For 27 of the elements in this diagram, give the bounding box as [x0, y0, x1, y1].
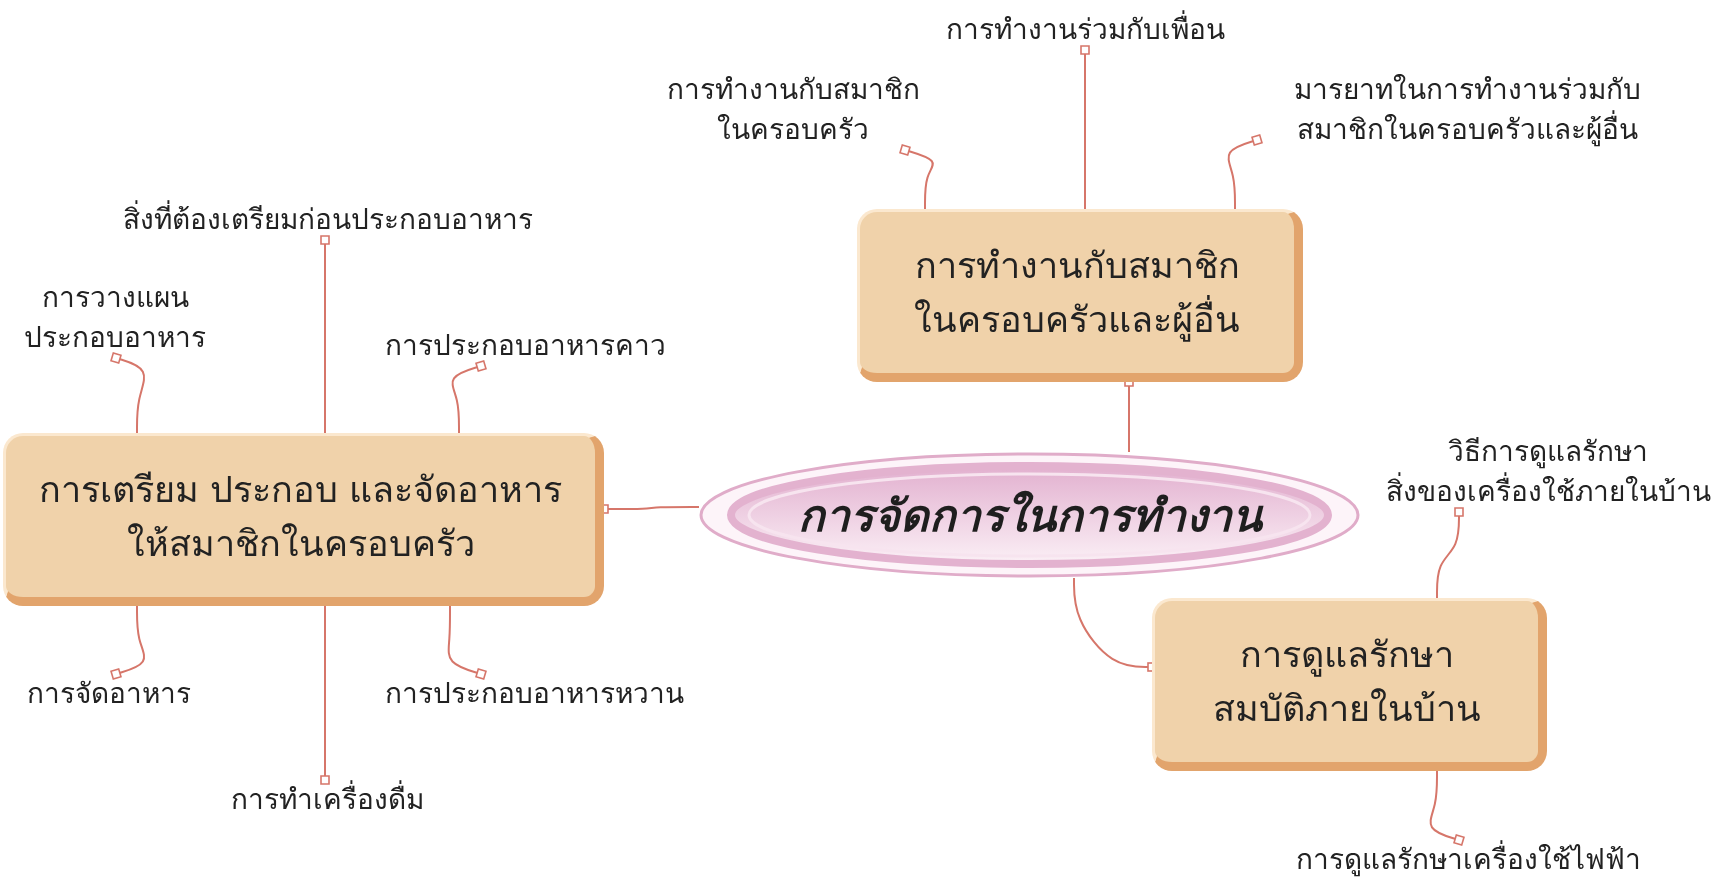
- branch-label: การวางแผน ประกอบอาหาร: [0, 278, 230, 358]
- branch-label: สิ่งที่ต้องเตรียมก่อนประกอบอาหาร: [58, 200, 598, 240]
- branch-label: การดูแลรักษาเครื่องใช้ไฟฟ้า: [1258, 840, 1678, 880]
- connector-line: [110, 352, 146, 434]
- central-topic-ellipse: [699, 452, 1360, 578]
- branch-label: การจัดอาหาร: [4, 674, 214, 714]
- branch-label: การทำเครื่องดื่ม: [192, 780, 462, 820]
- connector-line: [110, 605, 146, 680]
- connector-line: [1080, 45, 1090, 210]
- subtopic-card: การทำงานกับสมาชิก ในครอบครัวและผู้อื่น: [857, 209, 1303, 382]
- connector-line: [320, 235, 330, 434]
- branch-label: วิธีการดูแลรักษา สิ่งของเครื่องใช้ภายในบ้าน: [1369, 432, 1727, 512]
- connector-line: [1227, 134, 1263, 210]
- connector-line: [447, 605, 487, 680]
- branch-label: มารยาทในการทำงานร่วมกับ สมาชิกในครอบครัวและผู้อื่น: [1257, 70, 1677, 150]
- main-topic-text: การจัดการในการทำงาน: [797, 489, 1262, 543]
- branch-label: การประกอบอาหารคาว: [340, 326, 710, 366]
- connector-line: [899, 144, 934, 210]
- connector-line: [1436, 507, 1464, 599]
- branch-label: การทำงานร่วมกับเพื่อน: [885, 10, 1285, 50]
- connector-line: [320, 605, 330, 785]
- branch-label: การประกอบอาหารหวาน: [349, 674, 719, 714]
- subtopic-card: การดูแลรักษา สมบัติภายในบ้าน: [1152, 598, 1547, 771]
- connector-line: [1429, 770, 1465, 846]
- connector-line: [451, 360, 487, 434]
- branch-label: การทำงานกับสมาชิก ในครอบครัว: [633, 70, 953, 150]
- subtopic-card: การเตรียม ประกอบ และจัดอาหาร ให้สมาชิกในครอบครัว: [3, 433, 604, 606]
